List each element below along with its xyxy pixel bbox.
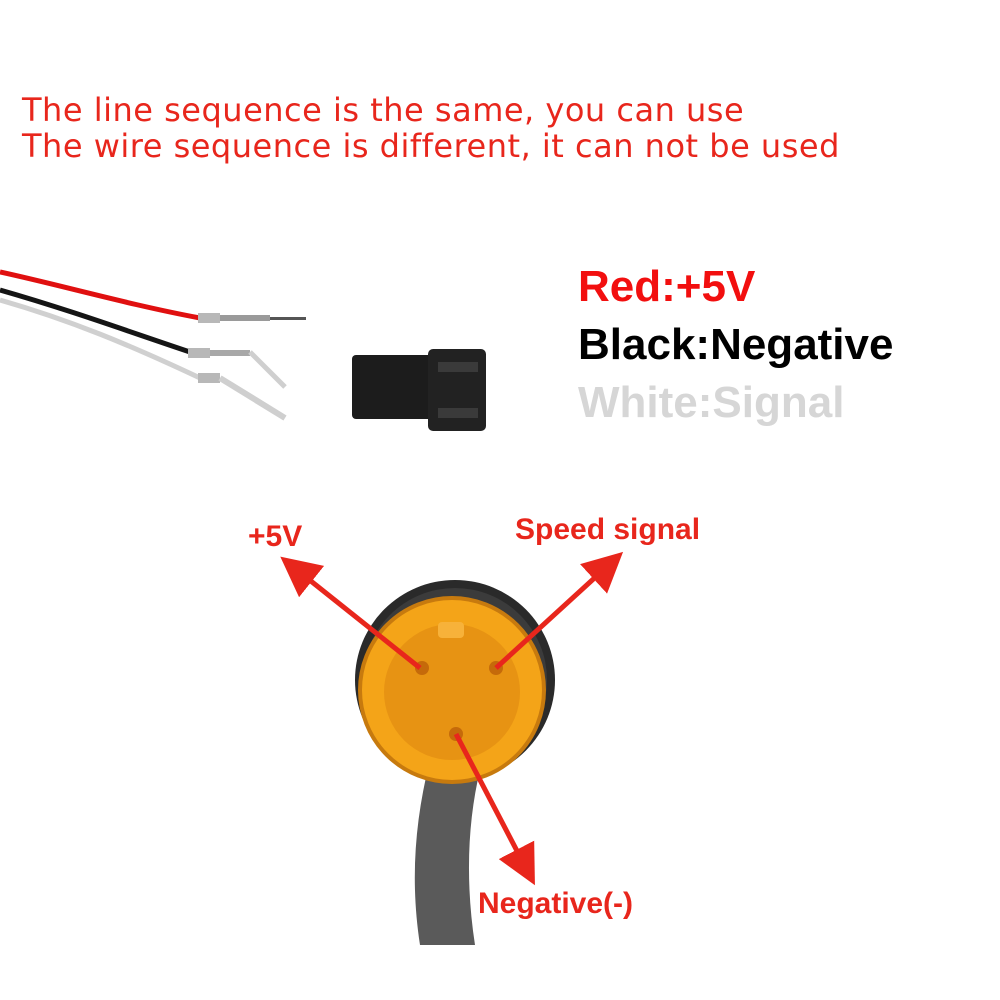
round-connector: [355, 580, 555, 945]
callout-negative: Negative(-): [478, 887, 634, 920]
wire-color-legend: Red:+5V Black:Negative White:Signal: [578, 258, 893, 432]
white-wire: [0, 297, 202, 381]
red-wire: [0, 269, 201, 321]
black-wire: [0, 287, 191, 355]
callout-plus5v: +5V: [248, 520, 303, 553]
note-line-same-sequence: The line sequence is the same, you can u…: [22, 91, 745, 129]
compatibility-notes: The line sequence is the same, you can u…: [22, 92, 840, 164]
legend-white: White:Signal: [578, 378, 845, 427]
arrow-speed-signal: [494, 551, 624, 670]
callout-speed-signal: Speed signal: [515, 513, 701, 546]
note-line-different-sequence: The wire sequence is different, it can n…: [22, 127, 840, 165]
legend-red: Red:+5V: [578, 262, 756, 311]
red-wire-terminal: [198, 313, 306, 323]
arrow-plus5v: [280, 556, 422, 670]
arrow-negative: [453, 732, 535, 886]
legend-black: Black:Negative: [578, 320, 894, 369]
black-wire-terminal: [188, 348, 287, 389]
white-wire-terminal: [198, 373, 287, 421]
three-pin-housing: [352, 349, 486, 431]
